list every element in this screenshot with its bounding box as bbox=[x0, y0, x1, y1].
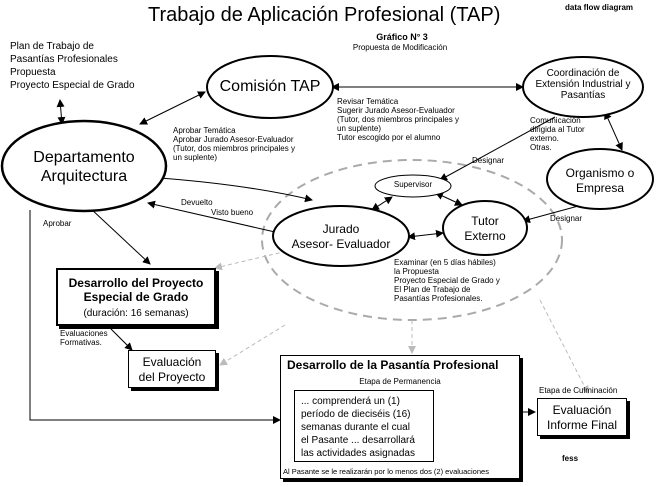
page-title: Trabajo de Aplicación Profesional (TAP) bbox=[148, 4, 501, 26]
pasantia-body-text: ... comprenderá un (1) período de diecis… bbox=[301, 396, 415, 459]
desarrollo-proyecto-title: Desarrollo del Proyecto Especial de Grad… bbox=[68, 276, 204, 305]
examinar-label: Examinar (en 5 días hábiles) la Propuest… bbox=[394, 258, 500, 303]
revisar-label: Revisar Temática Sugerir Jurado Asesor-E… bbox=[337, 97, 459, 142]
desarrollo-proyecto-box: Desarrollo del Proyecto Especial de Grad… bbox=[56, 268, 216, 326]
jurado-label: Jurado Asesor- Evaluador bbox=[291, 222, 391, 251]
supervisor-label: Supervisor bbox=[393, 180, 433, 189]
visto-bueno-label: Visto bueno bbox=[211, 208, 254, 217]
etapa-permanencia-label: Etapa de Permanencia bbox=[359, 377, 441, 386]
supervisor-node bbox=[374, 174, 452, 198]
organismo-label: Organismo o Empresa bbox=[565, 166, 635, 195]
evaluaciones-label: Evaluaciones Formativas. bbox=[60, 329, 108, 347]
jurado-node bbox=[272, 205, 410, 267]
tutor-node bbox=[442, 200, 528, 256]
coordinacion-node bbox=[522, 56, 644, 118]
left-documents-text: Plan de Trabajo de Pasantías Profesional… bbox=[10, 41, 135, 91]
evaluacion-final-label: Evaluación Informe Final bbox=[546, 403, 618, 432]
coordinacion-label: Coordinación de Extensión Industrial y P… bbox=[535, 68, 631, 102]
evaluacion-proyecto-box: Evaluación del Proyecto bbox=[128, 350, 216, 388]
etapa-culminacion-label: Etapa de Culminación bbox=[539, 386, 618, 395]
departamento-node bbox=[0, 119, 168, 213]
pasantia-body-box: ... comprenderá un (1) período de diecis… bbox=[294, 390, 434, 462]
aprobar-label: Aprobar bbox=[43, 219, 72, 228]
evaluacion-proyecto-label: Evaluación del Proyecto bbox=[138, 355, 206, 384]
grafico-number: Gráfico N° 3 bbox=[376, 32, 428, 42]
devuelto-label: Devuelto bbox=[181, 198, 213, 207]
designar-label-2: Designar bbox=[550, 214, 583, 223]
organismo-node bbox=[546, 148, 654, 210]
desarrollo-proyecto-duration: (duración: 16 semanas) bbox=[83, 308, 189, 319]
tutor-label: Tutor Externo bbox=[464, 214, 506, 243]
evaluacion-final-box: Evaluación Informe Final bbox=[537, 398, 627, 436]
pasantia-box: Desarrollo de la Pasantía Profesional Et… bbox=[280, 355, 520, 479]
comision-node bbox=[206, 55, 334, 119]
pasantia-footer: Al Pasante se le realizarán por lo menos… bbox=[283, 467, 489, 476]
fess-label: fess bbox=[562, 454, 579, 463]
aprobar-tematica-label: Aprobar Temática Aprobar Jurado Asesor-E… bbox=[173, 126, 295, 162]
grafico-subtitle: Propuesta de Modificación bbox=[352, 43, 448, 52]
designar-label-1: Designar bbox=[472, 156, 505, 165]
comunicacion-label: Comunicación dirigida al Tutor externo. … bbox=[530, 116, 585, 152]
comision-label: Comisión TAP bbox=[219, 78, 321, 95]
departamento-label: Departamento Arquitectura bbox=[33, 149, 135, 186]
pasantia-title: Desarrollo de la Pasantía Profesional bbox=[287, 358, 499, 372]
corner-tag: data flow diagram bbox=[565, 3, 634, 12]
